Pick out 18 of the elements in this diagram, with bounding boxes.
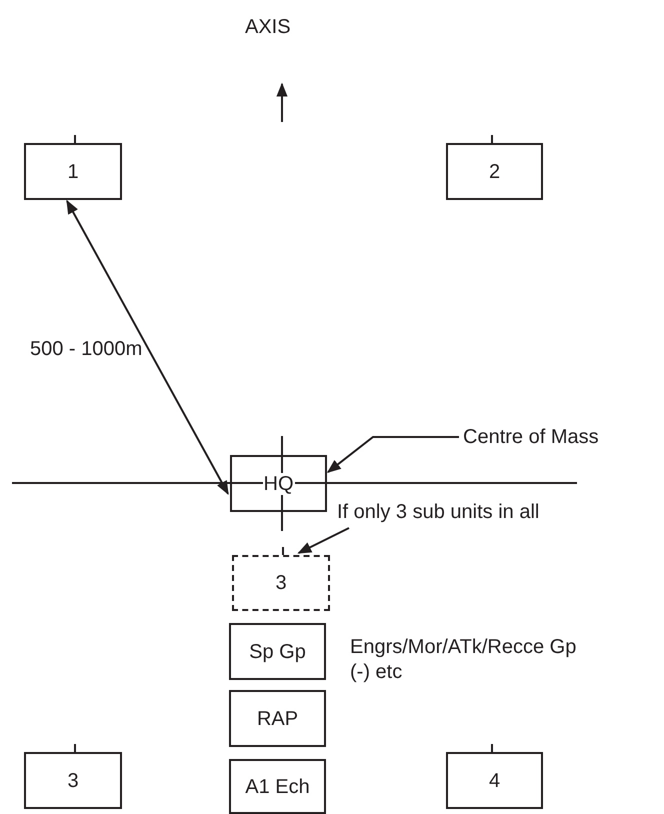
unit-label: HQ	[262, 472, 294, 494]
unit-box	[229, 690, 326, 747]
note-text: Engrs/Mor/ATk/Recce Gp (-) etc	[350, 635, 578, 685]
unit-box	[230, 455, 327, 512]
optional-unit-box	[232, 555, 330, 611]
unit-box	[24, 143, 122, 200]
axis-label: AXIS	[245, 16, 291, 39]
unit-box	[229, 759, 326, 814]
callout-text: Centre of Mass	[463, 424, 633, 450]
unit-box	[446, 143, 543, 200]
leader-line	[297, 527, 350, 554]
callout-text: If only 3 sub units in all	[337, 499, 597, 525]
double-arrow	[66, 200, 229, 495]
edge-label: 500 - 1000m	[30, 338, 142, 361]
unit-box	[24, 752, 122, 809]
leader-line	[326, 436, 459, 473]
unit-box	[229, 623, 326, 680]
unit-box	[446, 752, 543, 809]
